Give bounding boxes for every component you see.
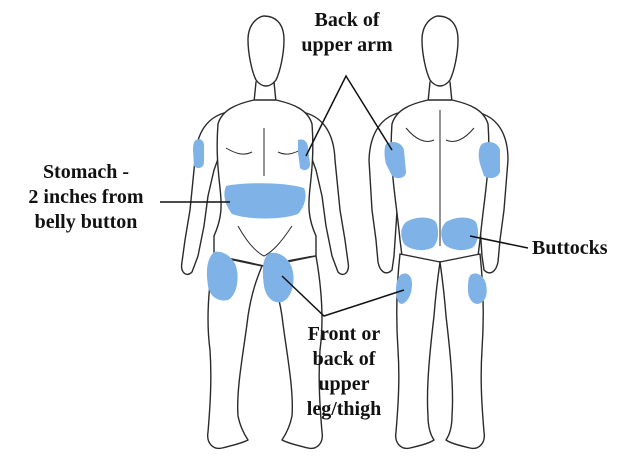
- label-line: 2 inches from: [6, 185, 166, 210]
- back-of-upper-arm-label: Back of upper arm: [282, 8, 412, 58]
- label-line: Back of: [282, 8, 412, 33]
- label-line: belly button: [6, 210, 166, 235]
- back-right-thigh-site: [468, 273, 487, 304]
- label-line: back of: [282, 347, 406, 372]
- label-line: leg/thigh: [282, 397, 406, 422]
- stomach-label: Stomach - 2 inches from belly button: [6, 160, 166, 235]
- front-torso: [214, 100, 316, 266]
- front-head: [248, 16, 284, 86]
- back-head: [422, 16, 458, 86]
- label-line: Stomach -: [6, 160, 166, 185]
- label-line: Buttocks: [532, 236, 608, 261]
- label-line: upper arm: [282, 33, 412, 58]
- right-buttock-site: [441, 218, 478, 251]
- label-line: Front or: [282, 322, 406, 347]
- upper-leg-thigh-label: Front or back of upper leg/thigh: [282, 322, 406, 422]
- buttocks-label: Buttocks: [532, 236, 608, 261]
- left-buttock-site: [401, 218, 438, 251]
- label-line: upper: [282, 372, 406, 397]
- stomach-site: [224, 183, 305, 218]
- front-left-upper-arm-site: [193, 139, 204, 168]
